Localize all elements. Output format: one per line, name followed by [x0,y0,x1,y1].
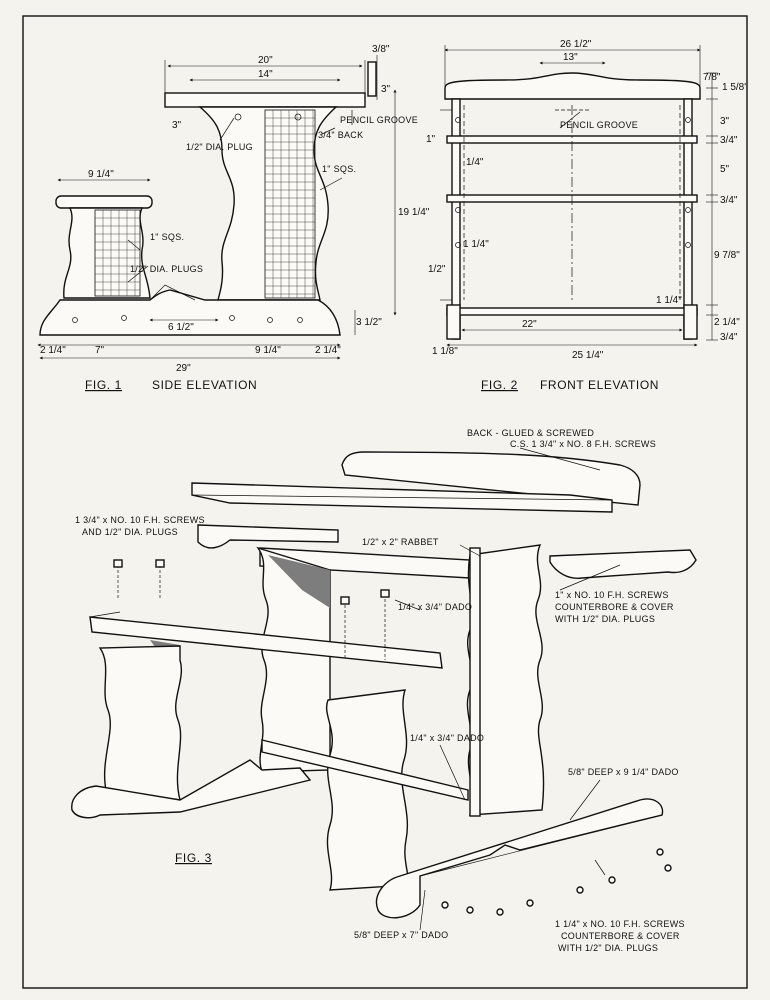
fig3-note-dado-7: 5/8" DEEP x 7" DADO [354,930,448,940]
fig3-stretcher [261,739,469,801]
fig1-dim-back-thickness: 3/8" [372,44,390,55]
fig2-dim-rail-b: 1/4" [466,157,484,168]
fig2-right-foot [683,304,698,340]
fig3-note-back-1: BACK - GLUED & SCREWED [467,428,594,438]
fig3-note-right-3: WITH 1/2" DIA. PLUGS [555,614,655,624]
fig2-dim-inner: 22" [522,319,537,330]
fig2-dim-top-thick: 7/8" [703,72,721,83]
fig1-label-squares-seat: 1" SQS. [150,232,184,242]
fig3-note-bottom-1: 1 1/4" x NO. 10 F.H. SCREWS [555,919,685,929]
fig2-left-leg [451,98,461,340]
fig3-seat-leg-left [98,645,182,801]
fig3-note-right-2: COUNTERBORE & COVER [555,602,674,612]
fig3-desk-leg-right [466,544,545,816]
fig1-dim-base-height: 3 1/2" [356,317,382,328]
fig1-dim-foot-left: 2 1/4" [40,345,66,356]
fig1-label-pencil-groove: PENCIL GROOVE [340,115,418,125]
fig3-note-rabbet: 1/2" x 2" RABBET [362,537,439,547]
fig3-seat-base-left [71,759,312,819]
fig2-right-leg [683,98,693,340]
fig3-right-cleat [549,549,697,579]
fig1-number: FIG. 1 [85,378,122,392]
fig2-front-elevation [440,45,718,347]
fig1-cutout [149,284,196,301]
fig3-note-screws-2: AND 1/2" DIA. PLUGS [82,527,178,537]
fig1-dim-overall-length: 29" [176,363,191,374]
fig1-desk-top [164,92,366,108]
fig2-dim-inner-width: 13" [563,52,578,63]
fig1-dim-leg-span: 9 1/4" [255,345,281,356]
fig3-left-cleat [197,524,339,549]
fig2-stretcher [446,307,698,316]
fig3-seat-leg-right [326,689,410,891]
fig1-dim-top-width: 20" [258,55,273,66]
fig1-dim-seat-width: 9 1/4" [88,169,114,180]
fig3-note-deep-dado: 5/8" DEEP x 9 1/4" DADO [568,767,679,777]
fig1-desk-leg [198,106,338,301]
fig2-dim-mid-space: 5" [720,164,730,175]
fig3-note-back-2: C.S. 1 3/4" x NO. 8 F.H. SCREWS [510,439,656,449]
fig3-desk-leg-left [256,546,331,773]
fig1-dim-cutout: 6 1/2" [168,322,194,333]
fig1-seat-top [55,195,153,209]
fig1-label-back-thickness: 3/4" BACK [318,130,363,140]
fig2-dim-top-rail: 3" [720,116,730,127]
fig1-label-plug: 1/2" DIA. PLUG [186,142,253,152]
fig2-dim-stretcher-h: 2 1/4" [714,317,740,328]
fig1-label-squares-desk: 1" SQS. [322,164,356,174]
fig1-dim-setback: 3" [172,120,182,131]
fig2-left-foot [446,304,461,340]
fig2-number: FIG. 2 [481,378,518,392]
fig2-dim-rail-d: 1 1/4" [463,239,489,250]
fig2-dim-shelf-gap: 3/4" [720,135,738,146]
fig3-note-right-1: 1" x NO. 10 F.H. SCREWS [555,590,669,600]
fig1-dim-height: 19 1/4" [398,207,430,218]
fig1-leg-grid [264,109,316,299]
fig1-seat-leg [63,207,151,299]
fig2-dim-back-h: 1 5/8" [722,82,748,93]
fig2-dim-overall: 25 1/4" [572,350,604,361]
sheet-border [22,15,748,989]
fig3-note-dado-top: 1/4" x 3/4" DADO [398,602,472,612]
fig3-back [341,451,641,506]
fig2-dim-lower-space: 9 7/8" [714,250,740,261]
fig2-dim-rail-a: 1" [426,134,436,145]
fig2-dim-foot-w: 1 1/8" [432,346,458,357]
fig1-seat-grid [94,209,141,297]
fig3-note-screws-1: 1 3/4" x NO. 10 F.H. SCREWS [75,515,205,525]
fig2-label-pencil-groove: PENCIL GROOVE [560,120,638,130]
fig1-dim-seat-base: 7" [95,345,105,356]
fig1-title: SIDE ELEVATION [152,378,257,392]
fig1-label-plugs: 1/2" DIA. PLUGS [130,264,203,274]
fig2-dim-stretcher-thick: 1 1/4" [656,295,682,306]
fig1-side-elevation [37,55,397,360]
fig2-dim-foot-h: 3/4" [720,332,738,343]
fig1-dim-inner-width: 14" [258,69,273,80]
fig2-title: FRONT ELEVATION [540,378,659,392]
fig1-dim-back-height: 3" [381,84,391,95]
fig2-dim-top-width: 26 1/2" [560,39,592,50]
fig3-exploded-view [71,447,697,931]
fig3-seat [89,616,443,669]
fig2-dim-shelf-thick: 3/4" [720,195,738,206]
fig1-dim-foot-right: 2 1/4" [315,345,341,356]
fig3-screws [113,559,672,916]
fig2-top [444,72,701,100]
fig3-shadow-1 [268,555,330,608]
fig3-note-bottom-2: COUNTERBORE & COVER [561,931,680,941]
fig3-number: FIG. 3 [175,851,212,865]
fig1-back-piece [367,61,377,97]
fig3-note-dado-mid: 1/4" x 3/4" DADO [410,733,484,743]
fig1-base [39,289,341,336]
fig3-note-bottom-3: WITH 1/2" DIA. PLUGS [558,943,658,953]
fig3-base-right [375,798,664,919]
fig2-dim-rail-c: 1/2" [428,264,446,275]
